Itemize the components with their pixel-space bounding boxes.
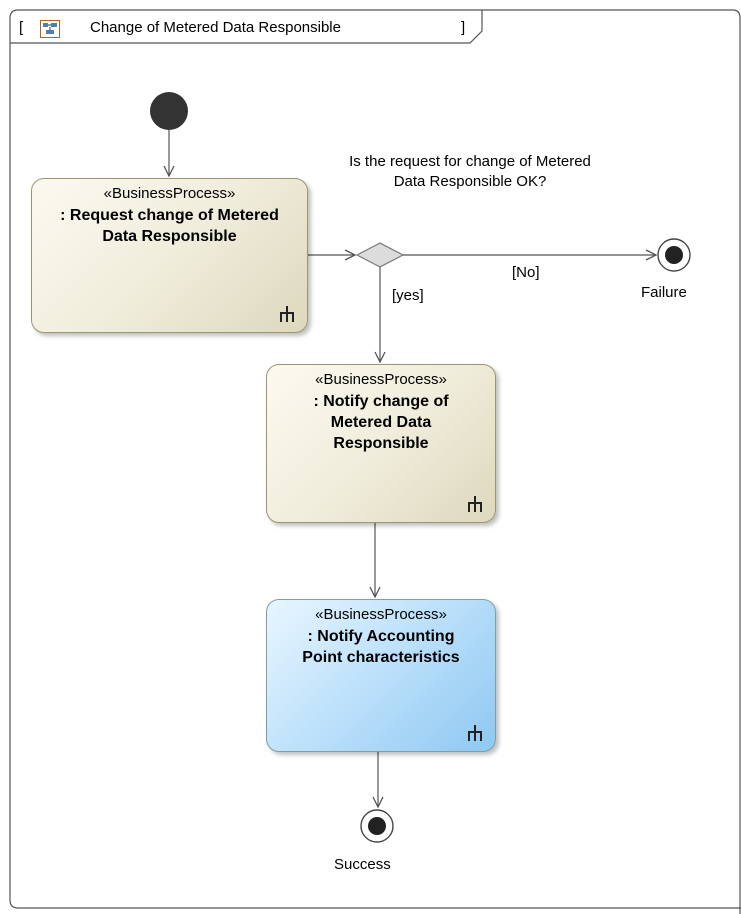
final-node-success xyxy=(360,809,394,843)
failure-label: Failure xyxy=(641,284,687,301)
guard-yes: [yes] xyxy=(392,287,424,304)
process-notify-change[interactable]: «BusinessProcess» : Notify change of Met… xyxy=(266,364,496,523)
activity-diagram-icon xyxy=(40,20,60,38)
frame-bracket-open: [ xyxy=(19,19,24,36)
initial-node xyxy=(150,92,188,130)
stereotype-label: «BusinessProcess» xyxy=(315,371,447,388)
frame-bracket-close: ] xyxy=(461,19,466,36)
frame-border xyxy=(9,9,741,914)
process-name: : Request change of Metered Data Respons… xyxy=(60,207,279,245)
success-label: Success xyxy=(334,856,391,873)
process-name: : Notify Accounting Point characteristic… xyxy=(302,628,460,666)
decision-node xyxy=(355,242,405,268)
rake-icon xyxy=(468,725,482,741)
rake-icon xyxy=(468,496,482,512)
stereotype-label: «BusinessProcess» xyxy=(315,606,447,623)
frame-title-tab xyxy=(10,10,483,44)
rake-icon xyxy=(280,306,294,322)
frame-title: Change of Metered Data Responsible xyxy=(90,19,341,36)
stereotype-label: «BusinessProcess» xyxy=(103,185,236,202)
decision-question: Is the request for change of Metered Dat… xyxy=(349,153,591,190)
final-node-failure xyxy=(657,238,691,272)
process-name: : Notify change of Metered Data Responsi… xyxy=(313,393,449,452)
process-request-change[interactable]: «BusinessProcess» : Request change of Me… xyxy=(31,178,308,333)
guard-no: [No] xyxy=(512,264,540,281)
process-notify-accounting-point[interactable]: «BusinessProcess» : Notify Accounting Po… xyxy=(266,599,496,752)
